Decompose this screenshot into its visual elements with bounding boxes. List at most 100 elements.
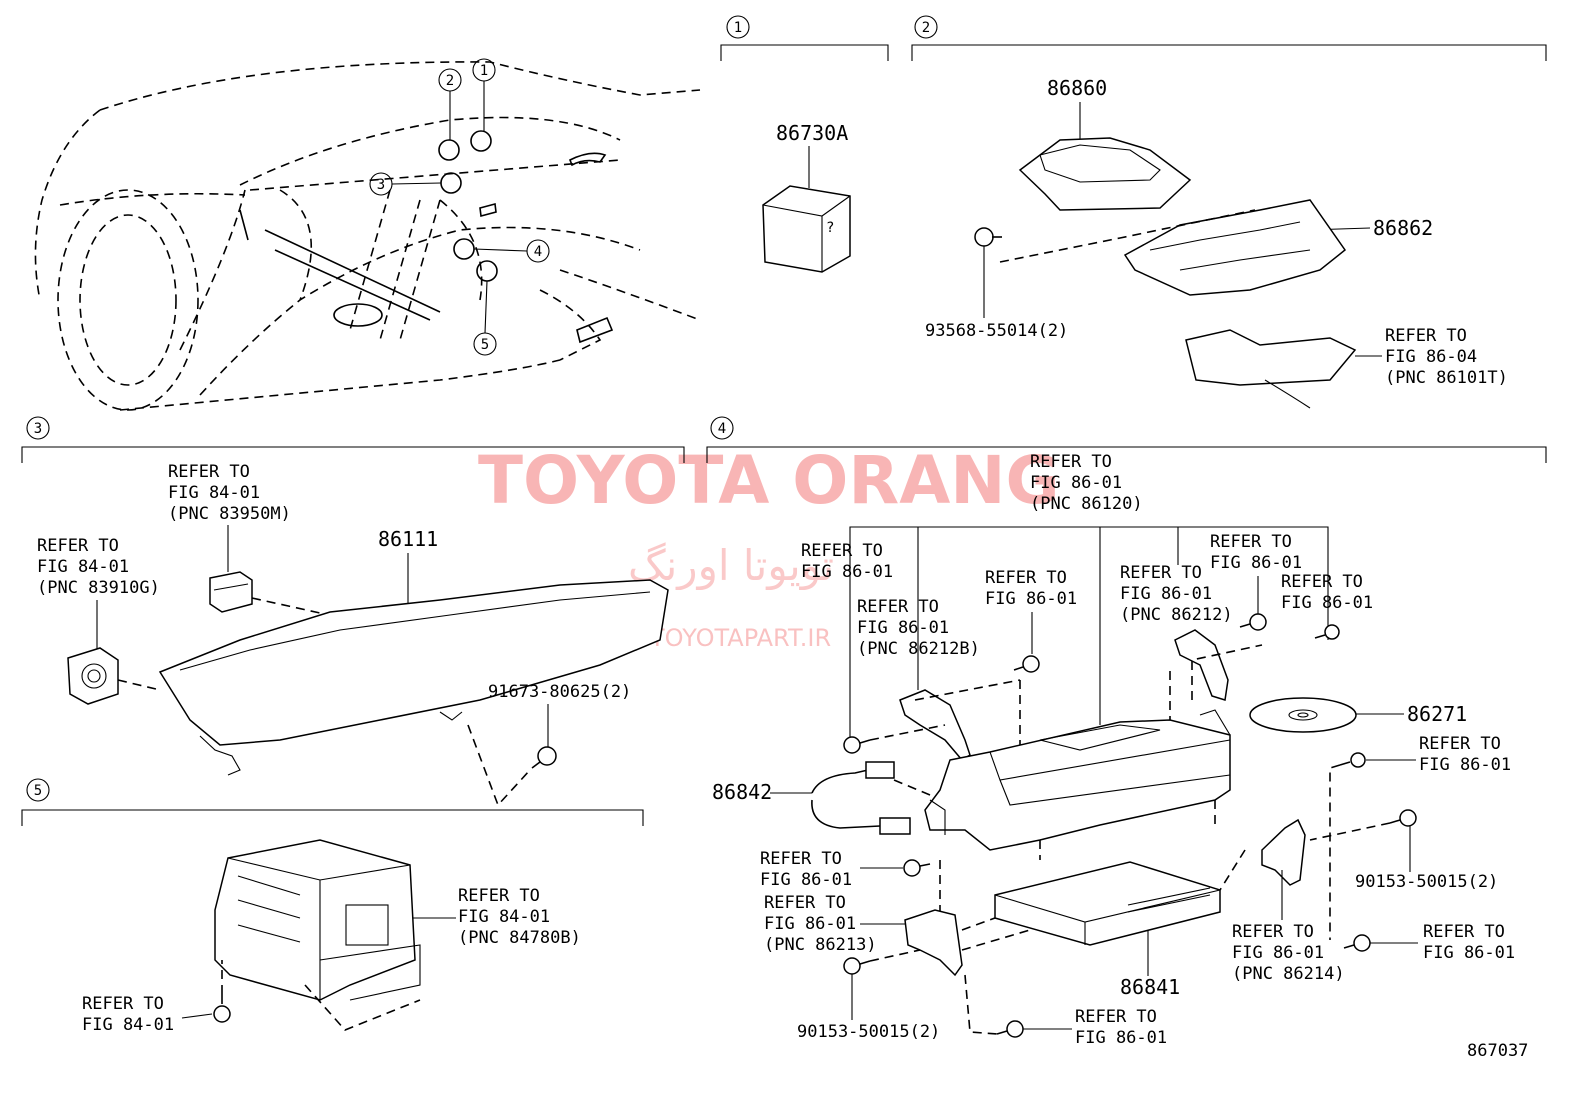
ref-c-line-2: FIG 86-01 [1210, 553, 1302, 573]
section-2-number: 2 [922, 20, 930, 36]
section-5: 5 REFER TO FIG 84-01 (PNC 84780B) REFER … [21, 778, 644, 1035]
ref-86101T-line-2: FIG 86-04 [1385, 347, 1477, 367]
bracket-86214-shape [1261, 818, 1306, 886]
ref-bolt-84-line-1: REFER TO [82, 994, 164, 1014]
section-3: 3 REFER TO FIG 84-01 (PNC 83950M) REFER … [21, 416, 685, 807]
ref-g-line-1: REFER TO [1075, 1007, 1157, 1027]
screw-f-shape [903, 859, 931, 877]
part-86860-label: 86860 [1047, 76, 1107, 100]
overview-callout-3: 3 [377, 177, 385, 193]
ref-84780B-line-2: FIG 84-01 [458, 907, 550, 927]
part-86730A-label: 86730A [776, 121, 848, 145]
section-1: 1 86730A ? [720, 15, 889, 273]
ref-86212-line-2: FIG 86-01 [1120, 584, 1212, 604]
section-1-number: 1 [734, 20, 742, 36]
bracket-86213-shape [904, 909, 963, 977]
ref-bolt-84-line-2: FIG 84-01 [82, 1015, 174, 1035]
vehicle-overview-illustration [34, 61, 701, 411]
ref-c-line-1: REFER TO [1210, 532, 1292, 552]
ref-86101T-line-1: REFER TO [1385, 326, 1467, 346]
part-91673-label: 91673-80625(2) [488, 682, 631, 702]
svg-text:?: ? [826, 220, 834, 236]
bolt-84-01-shape [213, 994, 231, 1023]
ref-86214-line-2: FIG 86-01 [1232, 943, 1324, 963]
ref-f-line-2: FIG 86-01 [760, 870, 852, 890]
ref-g-line-2: FIG 86-01 [1075, 1028, 1167, 1048]
section-4-number: 4 [718, 421, 726, 437]
ref-86212-line-3: (PNC 86212) [1120, 605, 1233, 625]
ref-86212B-line-3: (PNC 86212B) [857, 639, 980, 659]
part-93568-bolt-shape [974, 227, 1002, 247]
part-86111-label: 86111 [378, 527, 438, 551]
section-2: 2 86860 86862 93568-55014(2) REFER TO FI… [911, 15, 1547, 409]
part-90153-left-label: 90153-50015(2) [797, 1022, 940, 1042]
bracket-86212B-shape [899, 689, 971, 761]
ref-86213-line-3: (PNC 86213) [764, 935, 877, 955]
ref-83910G-line-3: (PNC 83910G) [37, 578, 160, 598]
section-5-number: 5 [34, 783, 42, 799]
overview-callout-1: 1 [480, 63, 488, 79]
overview-callouts: 1 2 3 4 5 [369, 58, 550, 356]
overview-callout-2: 2 [446, 73, 454, 89]
ref-86213-line-2: FIG 86-01 [764, 914, 856, 934]
part-86862-label: 86862 [1373, 216, 1433, 240]
switch-83910G-shape [67, 647, 119, 705]
screw-b-shape [1013, 655, 1040, 673]
part-91673-screw-shape [531, 746, 557, 769]
watermark-brand: TOYOTA ORANG [478, 442, 1060, 519]
screw-e-shape [1339, 752, 1366, 768]
part-84780B-unit-shape [214, 839, 421, 1001]
ref-h-line-2: FIG 86-01 [1423, 943, 1515, 963]
ref-84780B-line-1: REFER TO [458, 886, 540, 906]
diagram-id: 867037 [1467, 1041, 1528, 1061]
screw-a-shape [843, 736, 871, 754]
ref-86120-line-1: REFER TO [1030, 452, 1112, 472]
part-86111-panel-shape [158, 579, 669, 776]
ref-86212B-line-2: FIG 86-01 [857, 618, 949, 638]
watermark-arabic: تویوتا اورنگ [628, 541, 834, 590]
part-90153-right-label: 90153-50015(2) [1355, 872, 1498, 892]
screw-g-shape [996, 1020, 1024, 1038]
ref-86120-line-3: (PNC 86120) [1030, 494, 1143, 514]
ref-86214-line-1: REFER TO [1232, 922, 1314, 942]
ref-a-line-2: FIG 86-01 [801, 562, 893, 582]
ref-d-line-1: REFER TO [1281, 572, 1363, 592]
section-4: 4 REFER TO FIG 86-01 (PNC 86120) REFER T… [706, 416, 1547, 1048]
ref-86120-line-2: FIG 86-01 [1030, 473, 1122, 493]
part-86860-module-shape [1018, 137, 1192, 211]
ref-86212-line-1: REFER TO [1120, 563, 1202, 583]
part-93568-label: 93568-55014(2) [925, 321, 1068, 341]
ref-b-line-1: REFER TO [985, 568, 1067, 588]
switch-83950M-shape [209, 571, 253, 613]
ref-e-line-1: REFER TO [1419, 734, 1501, 754]
ref-83950M-line-1: REFER TO [168, 462, 250, 482]
watermark-site: TOYOTAPART.IR [649, 624, 831, 652]
ref-e-line-2: FIG 86-01 [1419, 755, 1511, 775]
ref-86212B-line-1: REFER TO [857, 597, 939, 617]
ref-a-line-1: REFER TO [801, 541, 883, 561]
ref-f-line-1: REFER TO [760, 849, 842, 869]
screw-90153-right-shape [1389, 809, 1417, 827]
screw-c-shape [1239, 613, 1267, 631]
ref-83910G-line-1: REFER TO [37, 536, 119, 556]
ref-b-line-2: FIG 86-01 [985, 589, 1077, 609]
part-86841-label: 86841 [1120, 975, 1180, 999]
section-3-number: 3 [34, 421, 42, 437]
overview-callout-5: 5 [481, 337, 489, 353]
ref-86101T-harness-shape [1185, 329, 1357, 409]
ref-86214-line-3: (PNC 86214) [1232, 964, 1345, 984]
bracket-86212-shape [1174, 629, 1229, 701]
overview-callout-4: 4 [534, 244, 542, 260]
part-86842-label: 86842 [712, 780, 772, 804]
ref-86213-line-1: REFER TO [764, 893, 846, 913]
screw-90153-left-shape [843, 957, 871, 975]
part-86862-bracket-shape [1123, 199, 1347, 296]
ref-d-line-2: FIG 86-01 [1281, 593, 1373, 613]
amplifier-86841-shape [994, 861, 1221, 946]
disc-86271-shape [1249, 697, 1357, 733]
ref-h-line-1: REFER TO [1423, 922, 1505, 942]
ref-83910G-line-2: FIG 84-01 [37, 557, 129, 577]
part-86271-label: 86271 [1407, 702, 1467, 726]
ref-83950M-line-3: (PNC 83950M) [168, 504, 291, 524]
